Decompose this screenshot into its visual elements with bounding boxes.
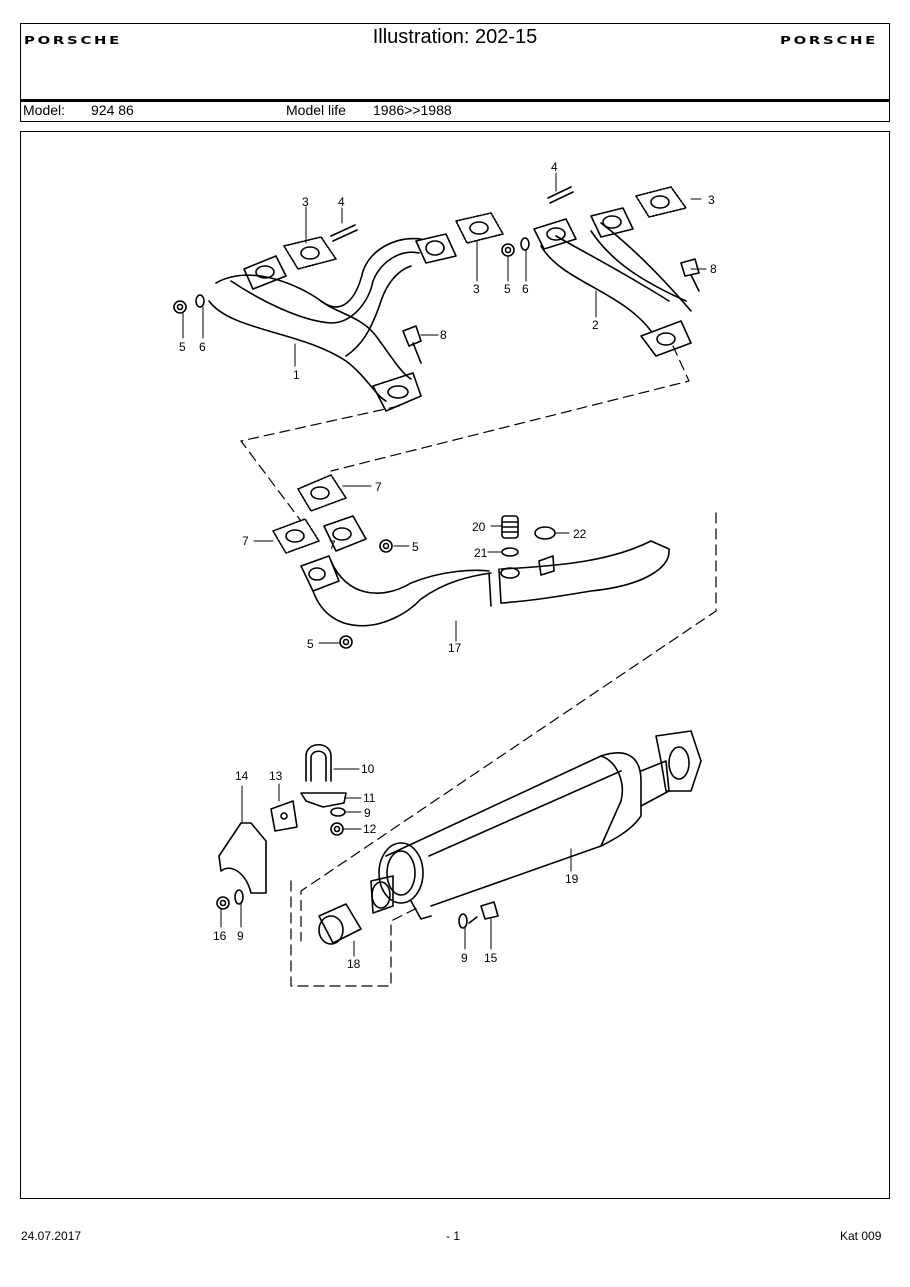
callout-2: 2 xyxy=(592,318,599,332)
washer-9-clamp xyxy=(330,807,346,817)
callout-6-left: 6 xyxy=(199,340,206,354)
gasket-3-center xyxy=(455,212,504,244)
callout-3-center: 3 xyxy=(473,282,480,296)
callout-8-left: 8 xyxy=(440,328,447,342)
seal-ring-21 xyxy=(501,547,519,557)
nut-5-pipe-right xyxy=(379,539,393,553)
nut-16 xyxy=(216,896,230,910)
callout-20: 20 xyxy=(472,520,486,534)
nut-12 xyxy=(330,822,344,836)
callout-4-left: 4 xyxy=(338,195,345,209)
callout-12: 12 xyxy=(363,822,377,836)
pipe-sleeve-18 xyxy=(318,903,362,945)
exhaust-manifold-left xyxy=(208,233,457,412)
gasket-3-right xyxy=(635,186,687,218)
exhaust-manifold-right xyxy=(533,207,692,357)
callout-leaders xyxy=(182,172,707,957)
model-row: Model: 924 86 Model life 1986>>1988 xyxy=(20,102,890,122)
callout-19: 19 xyxy=(565,872,579,886)
callout-7-center: 7 xyxy=(329,538,336,552)
callout-11: 11 xyxy=(363,791,376,805)
callout-5-left: 5 xyxy=(179,340,186,354)
exhaust-diagram: 1 2 3 3 3 4 4 5 5 5 5 6 6 7 7 7 8 8 9 9 … xyxy=(173,160,717,987)
header-box xyxy=(20,23,890,100)
washer-6-center xyxy=(520,237,530,251)
illustration-frame: 1 2 3 3 3 4 4 5 5 5 5 6 6 7 7 7 8 8 9 9 … xyxy=(20,131,890,1199)
model-label: Model: xyxy=(23,102,66,118)
callout-labels: 1 2 3 3 3 4 4 5 5 5 5 6 6 7 7 7 8 8 9 9 … xyxy=(179,160,717,971)
callout-7-top: 7 xyxy=(375,480,382,494)
model-life-value: 1986>>1988 xyxy=(373,102,452,118)
callout-9-muffler: 9 xyxy=(461,951,468,965)
callout-3-right: 3 xyxy=(708,193,715,207)
callout-5-pipe-bottom: 5 xyxy=(307,637,314,651)
page-title: Illustration: 202-15 xyxy=(372,26,538,48)
callout-6-center: 6 xyxy=(522,282,529,296)
porsche-logo-right: PORSCHE xyxy=(780,34,879,47)
callout-14: 14 xyxy=(235,769,249,783)
callout-17: 17 xyxy=(448,641,462,655)
callout-21: 21 xyxy=(474,546,488,560)
porsche-logo-left: PORSCHE xyxy=(24,34,123,47)
callout-5-pipe-right: 5 xyxy=(412,540,419,554)
callout-13: 13 xyxy=(269,769,283,783)
callout-9-bracket: 9 xyxy=(237,929,244,943)
bracket-14 xyxy=(218,822,267,894)
nut-5-pipe-bottom xyxy=(339,635,353,649)
bolt-8-left xyxy=(402,325,422,364)
washer-9-bracket xyxy=(234,889,244,905)
callout-16: 16 xyxy=(213,929,227,943)
front-pipe-17 xyxy=(300,515,670,627)
gasket-7-left xyxy=(272,518,320,554)
callout-22: 22 xyxy=(573,527,587,541)
model-life-label: Model life xyxy=(286,102,346,118)
header-divider xyxy=(20,99,890,102)
footer-date: 24.07.2017 xyxy=(21,1229,82,1243)
bolt-15 xyxy=(468,901,499,924)
muffler-19 xyxy=(370,730,702,920)
callout-10: 10 xyxy=(361,762,375,776)
callout-4-right: 4 xyxy=(551,160,558,174)
rubber-mount-13 xyxy=(270,800,298,832)
callout-8-right: 8 xyxy=(710,262,717,276)
cap-nut-22 xyxy=(534,526,556,540)
gasket-3-left xyxy=(283,236,337,270)
u-bolt-10 xyxy=(305,743,332,782)
callout-18: 18 xyxy=(347,957,361,971)
nut-5-left xyxy=(173,300,187,314)
callout-9-clamp: 9 xyxy=(364,806,371,820)
stud-4-right xyxy=(547,186,574,204)
plug-20 xyxy=(501,515,519,539)
washer-6-left xyxy=(195,294,205,308)
callout-1: 1 xyxy=(293,368,300,382)
callout-3-left: 3 xyxy=(302,195,309,209)
clamp-11 xyxy=(300,792,347,808)
footer-catalog: Kat 009 xyxy=(840,1229,882,1243)
washer-9-muffler xyxy=(458,913,468,929)
bolt-8-right xyxy=(680,258,700,292)
gasket-7-top xyxy=(297,474,347,512)
callout-5-center: 5 xyxy=(504,282,511,296)
footer-page-number: - 1 xyxy=(446,1229,461,1243)
callout-7-left: 7 xyxy=(242,534,249,548)
nut-5-center xyxy=(501,243,515,257)
stud-4-left xyxy=(330,224,358,242)
callout-15: 15 xyxy=(484,951,498,965)
assembly-guide-lines xyxy=(240,345,717,987)
model-value: 924 86 xyxy=(91,102,134,118)
